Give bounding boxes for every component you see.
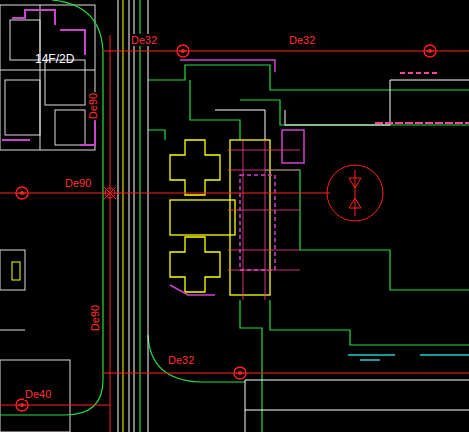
building-label: 14F/2D (34, 53, 75, 65)
pipe-size-label: De40 (24, 388, 52, 400)
pipe-size-label: De90 (64, 177, 92, 189)
pipe-size-label: De32 (167, 354, 195, 366)
pipe-size-label: De90 (89, 304, 101, 332)
pipe-size-label: De32 (130, 34, 158, 46)
pipe-size-label: De90 (87, 92, 99, 120)
pipe-size-label: De32 (288, 34, 316, 46)
